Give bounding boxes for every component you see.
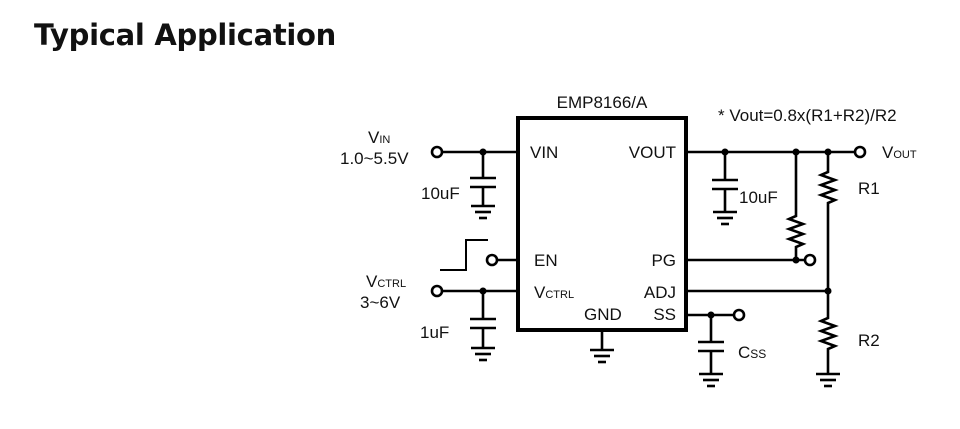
vctrl-capacitor-label: 1uF — [420, 323, 449, 342]
output-capacitor — [712, 152, 738, 226]
ic-ground — [590, 330, 614, 364]
vctrl-label: VCTRL — [366, 272, 406, 291]
vctrl-capacitor — [470, 291, 496, 362]
vctrl-range: 3~6V — [360, 293, 401, 312]
pg-junction — [792, 256, 800, 264]
resistor-r2-label: R2 — [858, 331, 880, 350]
vout-terminal — [853, 145, 867, 159]
soft-start-capacitor — [698, 315, 724, 388]
resistor-r2 — [816, 291, 840, 388]
pin-label-adj: ADJ — [644, 283, 676, 302]
pin-label-vctrl: VCTRL — [534, 283, 574, 302]
pin-label-vin: VIN — [530, 143, 558, 162]
vout-label: VOUT — [882, 143, 917, 162]
output-capacitor-label: 10uF — [739, 188, 778, 207]
ic-part-number: EMP8166/A — [557, 93, 648, 112]
page-title: Typical Application — [34, 18, 337, 52]
pin-label-en: EN — [534, 251, 558, 270]
pg-pullup-resistor — [785, 152, 807, 260]
enable-step-signal — [440, 239, 488, 271]
pg-terminal — [803, 253, 817, 267]
input-capacitor-label: 10uF — [421, 184, 460, 203]
resistor-r1-label: R1 — [858, 179, 880, 198]
pin-label-vout: VOUT — [629, 143, 676, 162]
vctrl-terminal — [430, 284, 444, 298]
en-terminal — [485, 253, 499, 267]
vin-terminal — [430, 145, 444, 159]
vin-label: VIN — [368, 128, 390, 147]
pin-label-gnd: GND — [584, 305, 622, 324]
vin-range: 1.0~5.5V — [340, 149, 409, 168]
pin-label-ss: SS — [653, 305, 676, 324]
ss-terminal — [732, 308, 746, 322]
output-formula: * Vout=0.8x(R1+R2)/R2 — [718, 106, 897, 125]
resistor-r1 — [817, 152, 839, 291]
soft-start-capacitor-label: CSS — [738, 343, 766, 362]
input-capacitor — [470, 152, 496, 220]
pin-label-pg: PG — [651, 251, 676, 270]
